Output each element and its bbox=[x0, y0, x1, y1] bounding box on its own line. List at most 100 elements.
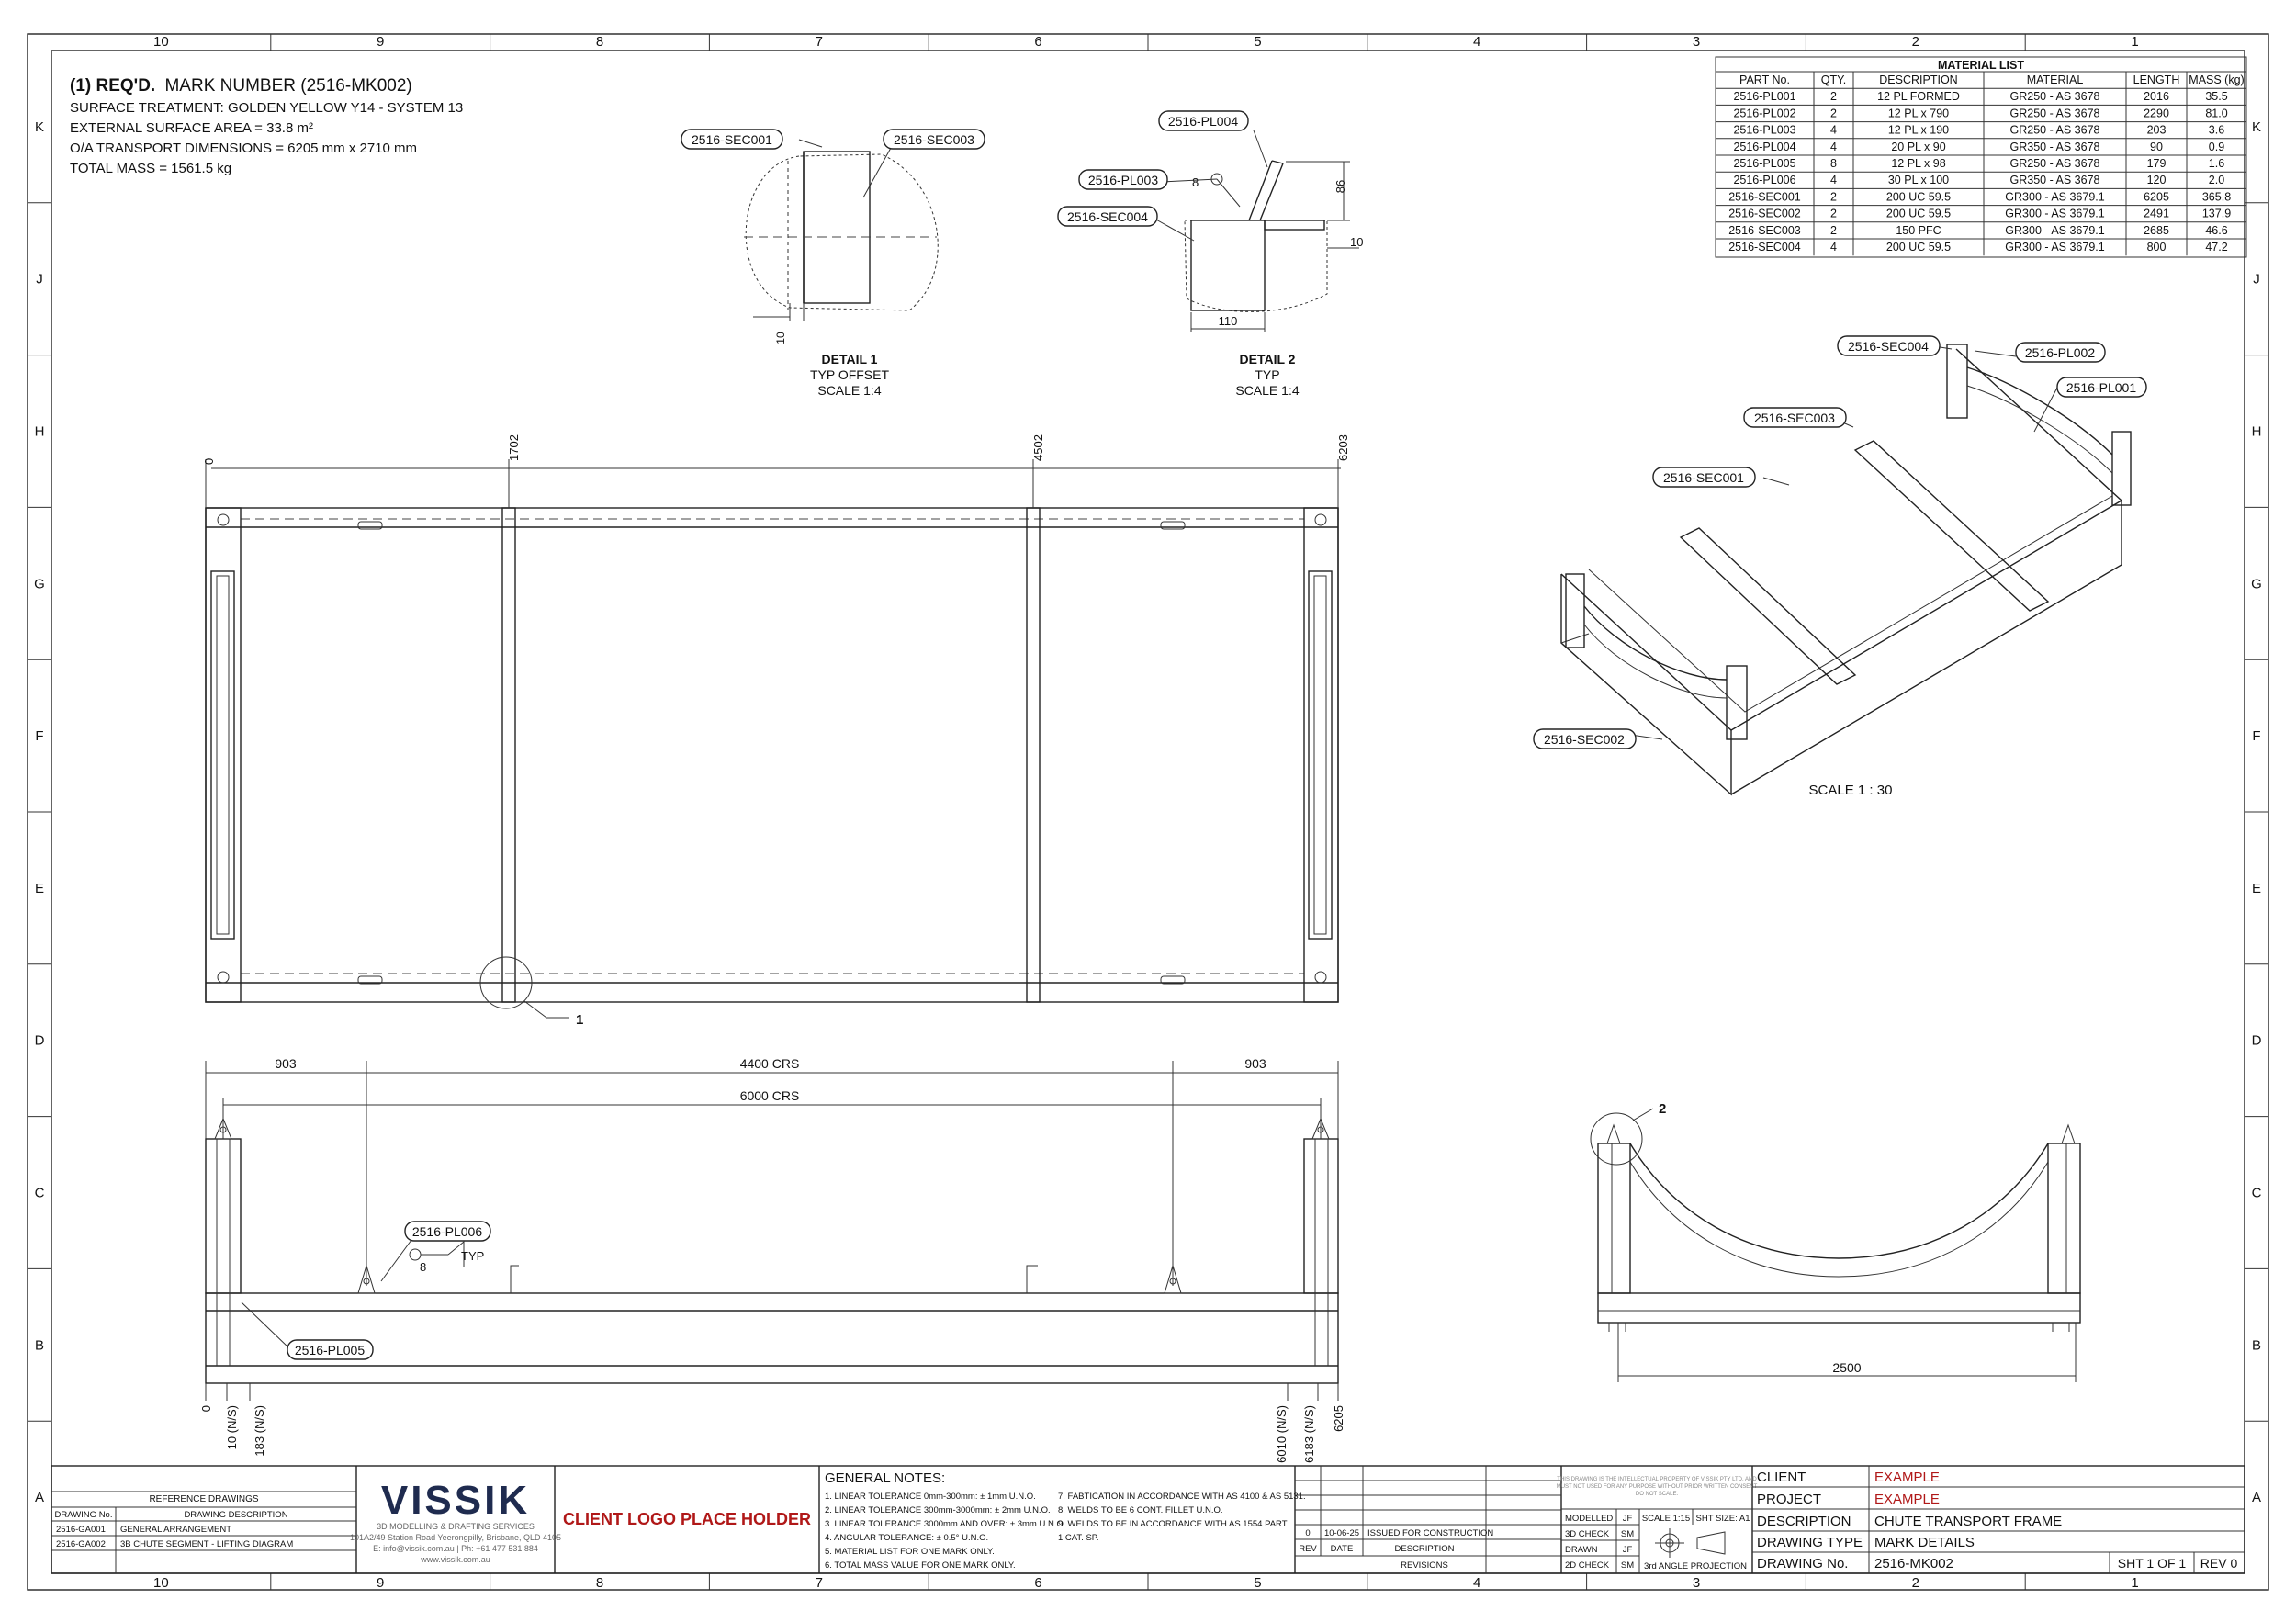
svg-text:2516-SEC003: 2516-SEC003 bbox=[894, 132, 974, 147]
material-header-1: QTY. bbox=[1821, 73, 1847, 86]
elev-ord-183: 183 (N/S) bbox=[253, 1405, 266, 1457]
isometric-view: 2516-SEC004 2516-PL002 2516-PL001 2516-S… bbox=[1533, 335, 2147, 798]
mark-number: MARK NUMBER (2516-MK002) bbox=[164, 76, 411, 96]
callout-2516-sec001: 2516-SEC001 bbox=[681, 129, 783, 150]
material-header-2: DESCRIPTION bbox=[1879, 73, 1957, 86]
zone-row-left-G: G bbox=[34, 576, 45, 591]
material-cell-r3-c2: 12 PL x 190 bbox=[1888, 124, 1949, 137]
elev-dim-crs: 4400 CRS bbox=[740, 1056, 800, 1071]
material-cell-r9-c1: 2 bbox=[1830, 224, 1837, 237]
material-cell-r1-c4: 2016 bbox=[2144, 90, 2169, 103]
zone-row-right-J: J bbox=[2253, 272, 2260, 287]
callout-iso-2516-sec003: 2516-SEC003 bbox=[1743, 407, 1847, 428]
svg-text:2516-SEC001: 2516-SEC001 bbox=[1663, 470, 1744, 485]
material-cell-r3-c0: 2516-PL003 bbox=[1733, 124, 1795, 137]
zone-col-bottom-6: 6 bbox=[1034, 1575, 1041, 1591]
zone-row-left-E: E bbox=[35, 881, 44, 896]
detail1-offset-dim: 10 bbox=[774, 332, 787, 344]
client-logo-placeholder: CLIENT LOGO PLACE HOLDER bbox=[563, 1510, 811, 1528]
material-cell-r4-c1: 4 bbox=[1830, 141, 1837, 153]
elev-ord-0: 0 bbox=[199, 1405, 213, 1412]
material-cell-r8-c4: 2491 bbox=[2144, 208, 2169, 220]
elev-ord-6205: 6205 bbox=[1332, 1405, 1345, 1432]
material-cell-r7-c1: 2 bbox=[1830, 190, 1837, 203]
check-modelled: MODELLED bbox=[1565, 1514, 1613, 1524]
zone-col-bottom-2: 2 bbox=[1912, 1575, 1919, 1591]
zone-col-bottom-3: 3 bbox=[1693, 1575, 1700, 1591]
callout-iso-2516-sec002: 2516-SEC002 bbox=[1533, 728, 1637, 749]
header-notes: (1) REQ'D. MARK NUMBER (2516-MK002) SURF… bbox=[70, 76, 463, 176]
material-cell-r5-c2: 12 PL x 98 bbox=[1891, 157, 1945, 170]
material-cell-r5-c3: GR250 - AS 3678 bbox=[2010, 157, 2100, 170]
material-header-5: MASS (kg) bbox=[2189, 73, 2244, 86]
material-cell-r7-c2: 200 UC 59.5 bbox=[1886, 190, 1951, 203]
projection-label: 3rd ANGLE PROJECTION bbox=[1644, 1561, 1747, 1571]
check-drawn-by: JF bbox=[1623, 1545, 1633, 1555]
material-cell-r6-c5: 2.0 bbox=[2209, 174, 2224, 186]
detail2-scale: SCALE 1:4 bbox=[1235, 383, 1299, 398]
vissik-logo: VISSIK bbox=[381, 1478, 530, 1523]
rev-header-desc: DESCRIPTION bbox=[1395, 1544, 1455, 1554]
revision-number: REV 0 bbox=[2200, 1556, 2238, 1571]
elev-weld-size: 8 bbox=[420, 1260, 426, 1274]
material-cell-r1-c1: 2 bbox=[1830, 90, 1837, 103]
detail-2: 8 86 10 110 2516-PL004 2516-PL003 2516-S… bbox=[1057, 110, 1363, 398]
detail2-right-dim: 10 bbox=[1350, 235, 1363, 249]
elev-dim-overall: 6000 CRS bbox=[740, 1088, 800, 1103]
zone-row-left-K: K bbox=[35, 119, 44, 135]
field-description-label: DESCRIPTION bbox=[1757, 1514, 1851, 1529]
drawing-fields: CLIENT EXAMPLE PROJECT EXAMPLE DESCRIPTI… bbox=[1752, 1466, 2245, 1573]
zone-row-right-K: K bbox=[2252, 119, 2261, 135]
material-header-4: LENGTH bbox=[2133, 73, 2180, 86]
material-cell-r5-c1: 8 bbox=[1830, 157, 1837, 170]
zone-row-left-J: J bbox=[36, 272, 43, 287]
ref-row-2-no: 2516-GA002 bbox=[56, 1539, 106, 1549]
material-cell-r10-c1: 4 bbox=[1830, 241, 1837, 253]
general-notes: GENERAL NOTES: 1. LINEAR TOLERANCE 0mm-3… bbox=[825, 1466, 1306, 1573]
plan-ord-6203: 6203 bbox=[1336, 434, 1350, 461]
title-block: REFERENCE DRAWINGS DRAWING No. DRAWING D… bbox=[51, 1465, 2245, 1574]
note-6: 6. TOTAL MASS VALUE FOR ONE MARK ONLY. bbox=[825, 1560, 1016, 1571]
zone-col-bottom-10: 10 bbox=[153, 1575, 169, 1591]
callout-iso-2516-sec004: 2516-SEC004 bbox=[1837, 335, 1941, 356]
callout-iso-2516-pl002: 2516-PL002 bbox=[2015, 342, 2106, 363]
callout-2516-sec003: 2516-SEC003 bbox=[883, 129, 985, 150]
company-block: VISSIK 3D MODELLING & DRAFTING SERVICES … bbox=[350, 1466, 561, 1573]
zone-col-top-4: 4 bbox=[1473, 34, 1480, 50]
material-cell-r9-c0: 2516-SEC003 bbox=[1728, 224, 1801, 237]
material-cell-r1-c2: 12 PL FORMED bbox=[1877, 90, 1960, 103]
material-cell-r1-c0: 2516-PL001 bbox=[1733, 90, 1795, 103]
plan-view: 0 1702 4502 6203 1 bbox=[202, 434, 1350, 1028]
check-2d: 2D CHECK bbox=[1565, 1560, 1610, 1571]
quantity-required: (1) REQ'D. bbox=[70, 76, 155, 96]
material-cell-r3-c4: 203 bbox=[2147, 124, 2167, 137]
material-cell-r4-c2: 20 PL x 90 bbox=[1891, 141, 1945, 153]
copyright-line-2: MUST NOT USED FOR ANY PURPOSE WITHOUT PR… bbox=[1557, 1484, 1758, 1490]
note-8: 8. WELDS TO BE 6 CONT. FILLET U.N.O. bbox=[1058, 1505, 1223, 1515]
zone-row-left-A: A bbox=[35, 1490, 44, 1505]
material-cell-r9-c2: 150 PFC bbox=[1896, 224, 1941, 237]
material-cell-r6-c2: 30 PL x 100 bbox=[1888, 174, 1949, 186]
material-cell-r3-c3: GR250 - AS 3678 bbox=[2010, 124, 2100, 137]
material-cell-r6-c4: 120 bbox=[2147, 174, 2167, 186]
svg-text:2516-SEC004: 2516-SEC004 bbox=[1848, 339, 1929, 354]
note-2: 2. LINEAR TOLERANCE 300mm-3000mm: ± 2mm … bbox=[825, 1505, 1051, 1515]
detail-1-marker: 1 bbox=[576, 1012, 583, 1028]
note-9-cont: 1 CAT. SP. bbox=[1058, 1533, 1099, 1543]
callout-2516-pl004: 2516-PL004 bbox=[1158, 110, 1249, 131]
svg-text:2516-PL002: 2516-PL002 bbox=[2025, 345, 2096, 360]
material-cell-r3-c1: 4 bbox=[1830, 124, 1837, 137]
note-7: 7. FABTICATION IN ACCORDANCE WITH AS 410… bbox=[1058, 1492, 1306, 1502]
end-view-width-dim: 2500 bbox=[1832, 1360, 1861, 1375]
svg-text:2516-SEC002: 2516-SEC002 bbox=[1544, 732, 1625, 747]
plan-ord-4502: 4502 bbox=[1031, 434, 1045, 461]
check-3d-by: SM bbox=[1621, 1529, 1634, 1539]
zone-row-right-E: E bbox=[2252, 881, 2261, 896]
copyright-line-1: THIS DRAWING IS THE INTELLECTUAL PROPERT… bbox=[1557, 1477, 1757, 1482]
svg-text:(1) REQ'D. MARK NUMBER (: (1) REQ'D. MARK NUMBER (2516-MK002) bbox=[70, 76, 412, 96]
check-3d: 3D CHECK bbox=[1565, 1529, 1610, 1539]
ref-row-1-no: 2516-GA001 bbox=[56, 1525, 106, 1535]
ref-row-2-desc: 3B CHUTE SEGMENT - LIFTING DIAGRAM bbox=[120, 1539, 293, 1549]
revisions-label: REVISIONS bbox=[1401, 1560, 1448, 1571]
zone-col-bottom-8: 8 bbox=[596, 1575, 603, 1591]
